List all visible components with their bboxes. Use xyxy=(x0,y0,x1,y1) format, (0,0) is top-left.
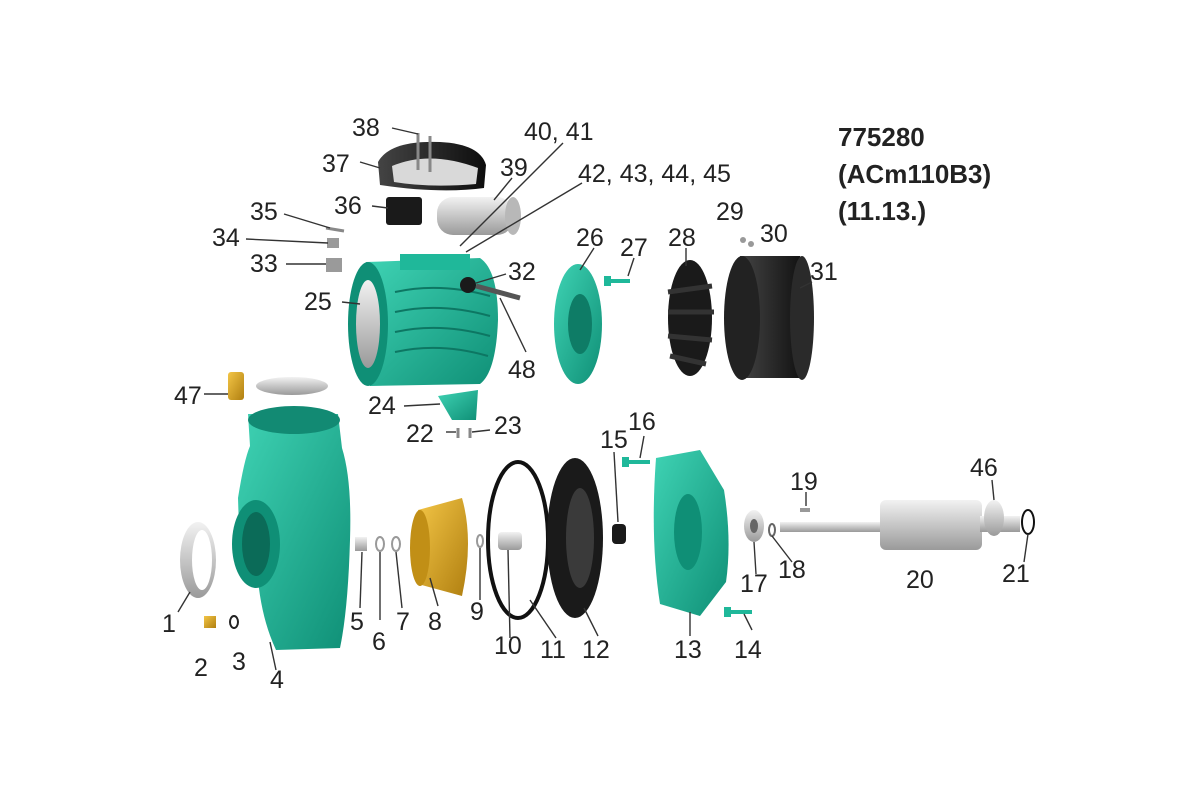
part-9-ring xyxy=(476,534,484,548)
label-13: 13 xyxy=(674,636,702,664)
label-30: 30 xyxy=(760,220,788,248)
label-47: 47 xyxy=(174,382,202,410)
part-35-screw xyxy=(325,226,345,233)
part-3-washer xyxy=(229,615,239,629)
part-29-screw xyxy=(740,237,746,243)
part-5-nut xyxy=(355,537,367,551)
part-34-clamp xyxy=(327,238,339,248)
label-10: 10 xyxy=(494,632,522,660)
revision-date: (11.13.) xyxy=(838,196,926,226)
label-39: 39 xyxy=(500,154,528,182)
part-26-rear-bracket xyxy=(554,264,602,384)
label-27: 27 xyxy=(620,234,648,262)
part-36-terminal-block xyxy=(386,197,422,225)
label-24: 24 xyxy=(368,392,396,420)
part-2-drain-plug xyxy=(204,616,216,628)
part-47-plug xyxy=(228,372,244,400)
part-17-bearing xyxy=(744,510,764,542)
part-13-front-bracket xyxy=(653,450,729,616)
label-19: 19 xyxy=(790,468,818,496)
part-21-ring xyxy=(1021,509,1035,535)
label-5: 5 xyxy=(350,608,364,636)
label-15: 15 xyxy=(600,426,628,454)
part-12-diffuser-plate xyxy=(547,458,603,618)
leader-lines xyxy=(177,127,1029,671)
label-8: 8 xyxy=(428,608,442,636)
label-12: 12 xyxy=(582,636,610,664)
label-28: 28 xyxy=(668,224,696,252)
label-16: 16 xyxy=(628,408,656,436)
label-48: 48 xyxy=(508,356,536,384)
label-26: 26 xyxy=(576,224,604,252)
label-20: 20 xyxy=(906,566,934,594)
part-14-bolt xyxy=(724,607,752,617)
part-8-impeller xyxy=(410,498,468,596)
label-37: 37 xyxy=(322,150,350,178)
label-21: 21 xyxy=(1002,560,1030,588)
label-22: 22 xyxy=(406,420,434,448)
part-20-rotor-shaft xyxy=(780,500,1020,550)
part-27-screw xyxy=(604,276,630,286)
label-36: 36 xyxy=(334,192,362,220)
part-6-washer xyxy=(375,536,385,552)
part-19-key xyxy=(800,508,810,512)
label-11: 11 xyxy=(540,636,566,664)
label-1: 1 xyxy=(162,610,176,638)
label-25: 25 xyxy=(304,288,332,316)
part-1-flange-ring xyxy=(180,522,216,598)
part-18-washer xyxy=(768,523,776,537)
label-46: 46 xyxy=(970,454,998,482)
part-33-cable-gland xyxy=(326,258,342,272)
label-38: 38 xyxy=(352,114,380,142)
part-31-fan-cover xyxy=(724,256,814,380)
label-9: 9 xyxy=(470,598,484,626)
part-10-mechanical-seal xyxy=(498,532,522,550)
part-25-motor-housing xyxy=(348,254,498,386)
part-labels: 38 37 39 36 40, 41 42, 43, 44, 45 35 34 … xyxy=(162,114,1030,694)
part-39-capacitor xyxy=(437,197,521,235)
model-code: (ACm110B3) xyxy=(838,159,991,189)
part-37-terminal-cover xyxy=(378,141,486,191)
label-32: 32 xyxy=(508,258,536,286)
part-28-fan xyxy=(667,260,714,376)
label-33: 33 xyxy=(250,250,278,278)
model-number: 775280 xyxy=(838,122,925,152)
label-2: 2 xyxy=(194,654,208,682)
part-30-washer xyxy=(748,241,754,247)
part-4-pump-body xyxy=(232,406,351,650)
part-32-cable-entry xyxy=(460,277,521,301)
part-24-foot xyxy=(438,390,478,420)
label-29: 29 xyxy=(716,198,744,226)
label-17: 17 xyxy=(740,570,768,598)
label-4: 4 xyxy=(270,666,284,694)
label-34: 34 xyxy=(212,224,240,252)
part-46-bearing xyxy=(984,500,1004,536)
part-38-screws xyxy=(416,133,432,172)
seal-ring xyxy=(256,377,328,395)
label-18: 18 xyxy=(778,556,806,584)
label-31: 31 xyxy=(810,258,838,286)
label-14: 14 xyxy=(734,636,762,664)
part-16-bolt xyxy=(622,457,650,467)
part-7-washer xyxy=(391,536,401,552)
label-42-45: 42, 43, 44, 45 xyxy=(578,160,731,188)
label-7: 7 xyxy=(396,608,410,636)
label-40-41: 40, 41 xyxy=(524,118,594,146)
label-23: 23 xyxy=(494,412,522,440)
part-15-seal-cup xyxy=(612,524,626,544)
label-3: 3 xyxy=(232,648,246,676)
label-35: 35 xyxy=(250,198,278,226)
label-6: 6 xyxy=(372,628,386,656)
